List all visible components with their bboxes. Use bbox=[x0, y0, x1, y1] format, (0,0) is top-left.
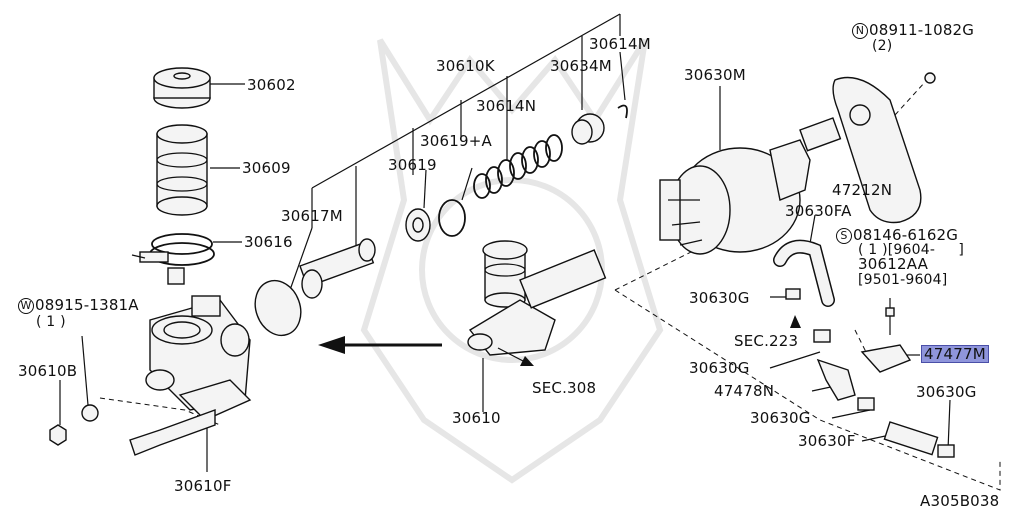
label-30630f[interactable]: 30630F bbox=[798, 432, 856, 450]
label-30614m[interactable]: 30614M bbox=[589, 35, 651, 53]
label-30612aa[interactable]: 30612AA bbox=[858, 255, 929, 273]
label-30619-a[interactable]: 30619+A bbox=[420, 132, 492, 150]
seals-and-spring bbox=[405, 104, 628, 242]
clutch-master-cylinder-left bbox=[129, 295, 252, 456]
label-08146-qty: ( 1 )[9604- ] bbox=[858, 242, 964, 258]
bolt-w-symbol-icon: W bbox=[18, 298, 34, 314]
label-30630g-c[interactable]: 30630G bbox=[750, 409, 811, 427]
label-30630fa[interactable]: 30630FA bbox=[785, 202, 852, 220]
label-30630g-d[interactable]: 30630G bbox=[916, 383, 977, 401]
label-30612aa-range: [9501-9604] bbox=[858, 272, 948, 288]
gasket bbox=[832, 72, 936, 224]
figure-code: A305B038 bbox=[920, 492, 1000, 510]
label-08915-qty: ( 1 ) bbox=[36, 314, 66, 330]
washer-and-nut bbox=[49, 404, 99, 446]
diaphragm-and-push-rod bbox=[254, 238, 376, 337]
leader-lines bbox=[59, 13, 951, 472]
bolt-w-number: 08915-1381A bbox=[35, 296, 139, 314]
label-47477m-highlighted[interactable]: 47477M bbox=[921, 345, 989, 363]
reservoir-tank bbox=[156, 124, 208, 216]
label-30610b[interactable]: 30610B bbox=[18, 362, 78, 380]
label-30630m[interactable]: 30630M bbox=[684, 66, 746, 84]
reservoir-cap bbox=[153, 67, 211, 109]
label-30617m[interactable]: 30617M bbox=[281, 207, 343, 225]
label-30634m[interactable]: 30634M bbox=[550, 57, 612, 75]
label-30610[interactable]: 30610 bbox=[452, 409, 501, 427]
hose-clips-and-valve bbox=[785, 288, 955, 458]
clutch-booster bbox=[659, 117, 842, 255]
label-30630g-a[interactable]: 30630G bbox=[689, 289, 750, 307]
label-30630g-b[interactable]: 30630G bbox=[689, 359, 750, 377]
clutch-master-cylinder-center bbox=[467, 240, 607, 366]
label-sec-308[interactable]: SEC.308 bbox=[532, 379, 597, 397]
label-47478n[interactable]: 47478N bbox=[714, 382, 775, 400]
nut-n-symbol-icon: N bbox=[852, 23, 868, 39]
vacuum-hose bbox=[773, 239, 835, 307]
direction-arrow bbox=[318, 336, 442, 354]
label-08911-qty: (2) bbox=[872, 38, 893, 54]
label-30616[interactable]: 30616 bbox=[244, 233, 293, 251]
label-30614n[interactable]: 30614N bbox=[476, 97, 537, 115]
label-30609[interactable]: 30609 bbox=[242, 159, 291, 177]
label-30610k[interactable]: 30610K bbox=[436, 57, 495, 75]
label-sec-223[interactable]: SEC.223 bbox=[734, 332, 799, 350]
label-30602[interactable]: 30602 bbox=[247, 76, 296, 94]
bolt-s-symbol-icon: S bbox=[836, 228, 852, 244]
bolt-s-number: 08146-6162G bbox=[853, 226, 959, 244]
label-47212n[interactable]: 47212N bbox=[832, 181, 893, 199]
nut-n-number: 08911-1082G bbox=[869, 21, 975, 39]
reservoir-clamp bbox=[131, 233, 215, 285]
label-30619[interactable]: 30619 bbox=[388, 156, 437, 174]
label-30610f[interactable]: 30610F bbox=[174, 477, 232, 495]
